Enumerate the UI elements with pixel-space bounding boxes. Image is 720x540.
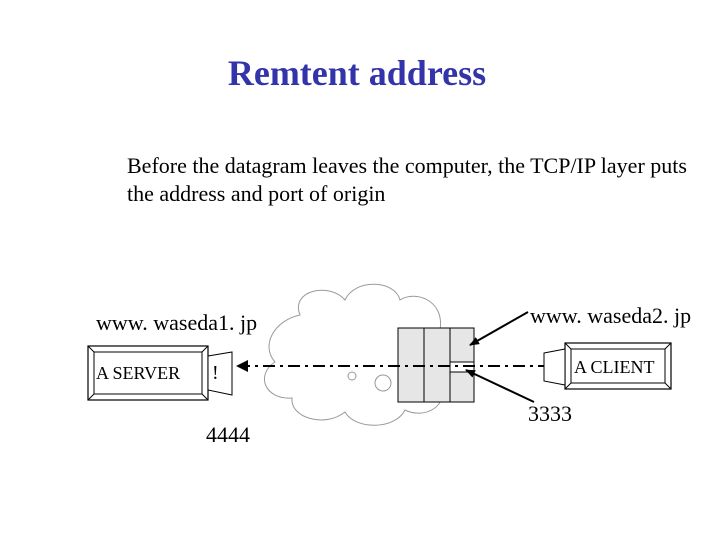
server-box-label: A SERVER: [96, 363, 181, 383]
client-box-label: A CLIENT: [574, 357, 655, 377]
server-port-label: 4444: [206, 422, 250, 447]
client-port-shape: [543, 348, 566, 386]
slide-title: Remtent address: [227, 53, 487, 93]
slide-body-text: Before the datagram leaves the computer,…: [127, 153, 687, 206]
server-host-label: www. waseda1. jp: [96, 310, 258, 335]
client-port-label: 3333: [528, 401, 572, 426]
connection-arrowhead: [236, 360, 248, 372]
datagram-packet: [397, 327, 475, 403]
server-box: [87, 345, 209, 401]
server-port-shape: [207, 351, 233, 396]
client-port-pointer-arrow: [465, 369, 535, 403]
client-host-pointer-arrow: [469, 311, 529, 346]
client-host-label: www. waseda2. jp: [530, 303, 692, 328]
cloud-puff: [347, 371, 357, 381]
server-port-mark: !: [212, 362, 219, 384]
client-box: [564, 342, 672, 390]
cloud-puff: [374, 374, 392, 392]
